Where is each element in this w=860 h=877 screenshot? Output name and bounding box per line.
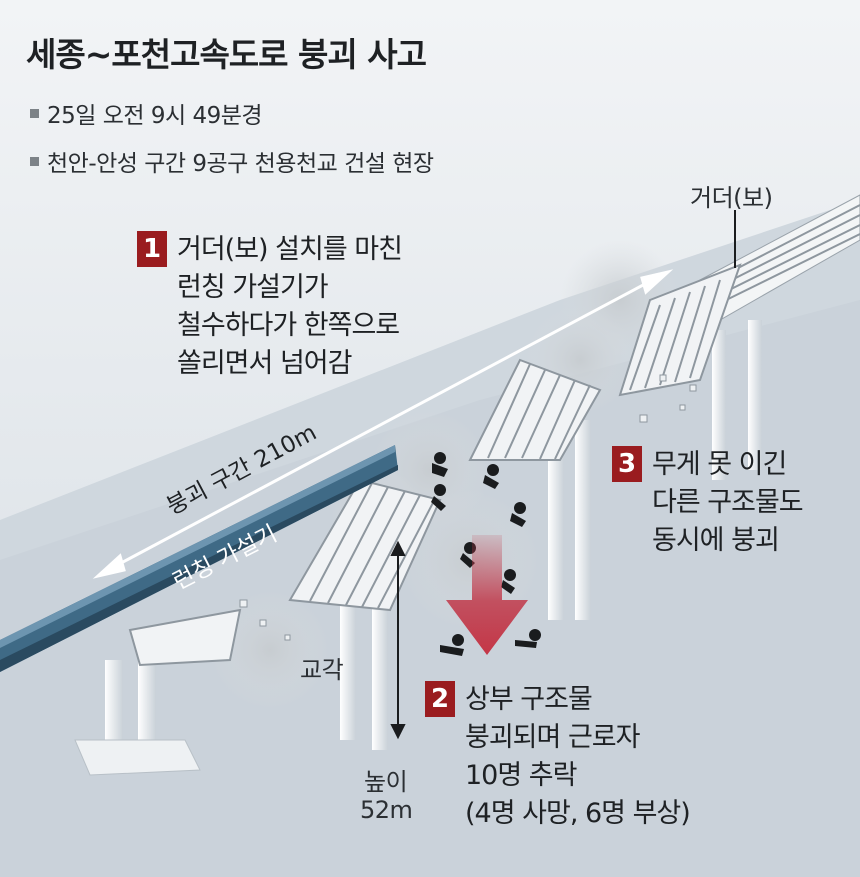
step-2-text: 상부 구조물 붕괴되며 근로자 10명 추락 (4명 사망, 6명 부상) <box>465 681 691 833</box>
step-2: 2 상부 구조물 붕괴되며 근로자 10명 추락 (4명 사망, 6명 부상) <box>425 681 691 833</box>
step-1-line: 쏠리면서 넘어감 <box>177 348 352 379</box>
bullet-time-text: 25일 오전 9시 49분경 <box>47 103 263 129</box>
step-3-line: 동시에 붕괴 <box>652 525 780 556</box>
step-1-badge: 1 <box>137 231 167 267</box>
bullet-square-icon <box>30 156 39 166</box>
collapse-section-arrow <box>92 269 674 579</box>
step-3-line: 무게 못 이긴 <box>652 449 787 480</box>
step-1-line: 런칭 가설기가 <box>177 272 329 303</box>
step-2-badge: 2 <box>425 681 455 717</box>
collapse-direction-arrow <box>446 535 528 655</box>
step-1-line: 거더(보) 설치를 마친 <box>177 234 403 265</box>
step-3-line: 다른 구조물도 <box>652 487 804 518</box>
step-2-line: 10명 추락 <box>465 760 577 791</box>
step-1-line: 철수하다가 한쪽으로 <box>177 310 400 341</box>
launching-gantry <box>0 445 398 672</box>
pier-label: 교각 <box>300 656 344 684</box>
bullet-square-icon <box>30 108 39 118</box>
bullet-location: 천안-안성 구간 9공구 천용천교 건설 현장 <box>30 144 434 178</box>
collapsed-girders <box>128 263 742 667</box>
step-3: 3 무게 못 이긴 다른 구조물도 동시에 붕괴 <box>612 446 804 560</box>
debris <box>239 374 697 641</box>
falling-workers <box>431 452 541 656</box>
step-1-text: 거더(보) 설치를 마친 런칭 가설기가 철수하다가 한쪽으로 쏠리면서 넘어감 <box>177 231 403 383</box>
step-3-text: 무게 못 이긴 다른 구조물도 동시에 붕괴 <box>652 446 804 560</box>
bullet-location-text: 천안-안성 구간 9공구 천용천교 건설 현장 <box>47 151 434 177</box>
height-label: 높이 <box>364 768 408 796</box>
height-indicator <box>390 540 406 740</box>
page-title: 세종~포천고속도로 붕괴 사고 <box>26 35 427 74</box>
bullet-time: 25일 오전 9시 49분경 <box>30 96 263 130</box>
step-2-line: (4명 사망, 6명 부상) <box>465 798 691 829</box>
step-2-line: 상부 구조물 <box>465 684 593 715</box>
height-value: 52m <box>360 796 413 824</box>
girder-label: 거더(보) <box>690 184 773 212</box>
step-3-badge: 3 <box>612 446 642 482</box>
step-1: 1 거더(보) 설치를 마친 런칭 가설기가 철수하다가 한쪽으로 쏠리면서 넘… <box>137 231 403 383</box>
step-2-line: 붕괴되며 근로자 <box>465 722 640 753</box>
